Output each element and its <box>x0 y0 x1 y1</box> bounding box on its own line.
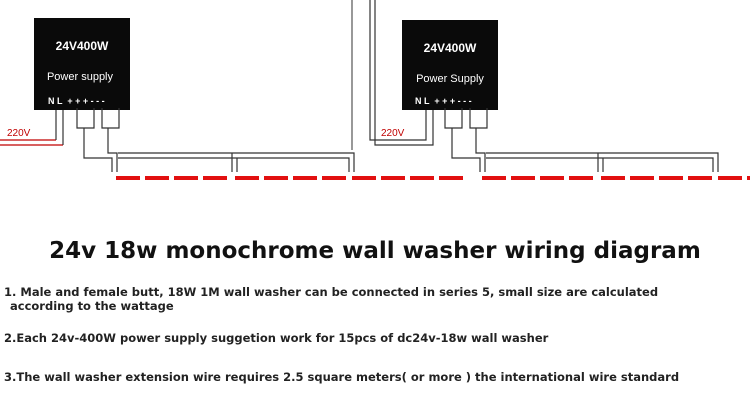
series-bus-wire <box>118 157 350 172</box>
psu-title: 24V400W <box>424 41 477 55</box>
positive-feed-wire <box>83 128 113 172</box>
diagram-title: 24v 18w monochrome wall washer wiring di… <box>49 238 701 264</box>
terminal-negative-loop <box>469 108 488 129</box>
psu-label: Power Supply <box>416 73 484 85</box>
note-3: 3.The wall washer extension wire require… <box>4 370 680 384</box>
series-bus-wire <box>486 152 719 172</box>
negative-feed-wire <box>107 128 118 172</box>
series-bus-wire <box>486 157 714 172</box>
terminal-positive-loop <box>76 108 95 129</box>
power-supply-body <box>34 18 130 110</box>
wiring-unit-1: 220V 24V400W Power supply N L + + + - - … <box>0 0 466 180</box>
terminal-negative-loop <box>101 108 120 129</box>
psu-terminals: N L + + + - - - <box>415 96 472 106</box>
series-bus-wire <box>118 152 355 172</box>
positive-feed-wire <box>451 128 481 172</box>
input-voltage-label: 220V <box>381 128 405 139</box>
input-voltage-label: 220V <box>7 128 31 139</box>
input-wire <box>374 0 434 146</box>
note-1-line-1: 1. Male and female butt, 18W 1M wall was… <box>4 285 659 299</box>
psu-terminals: N L + + + - - - <box>48 96 105 106</box>
terminal-positive-loop <box>444 108 463 129</box>
negative-feed-wire <box>475 128 486 172</box>
input-wire <box>369 0 427 141</box>
note-2: 2.Each 24v-400W power supply suggetion w… <box>4 331 549 345</box>
wiring-diagram: 220V 24V400W Power supply N L + + + - - … <box>0 0 750 180</box>
power-supply-body <box>402 20 498 110</box>
wiring-unit-2: 220V 24V400W Power Supply N L + + + - - … <box>369 0 750 180</box>
psu-title: 24V400W <box>56 39 109 53</box>
psu-label: Power supply <box>47 71 114 83</box>
note-1-line-2: according to the wattage <box>10 299 174 313</box>
